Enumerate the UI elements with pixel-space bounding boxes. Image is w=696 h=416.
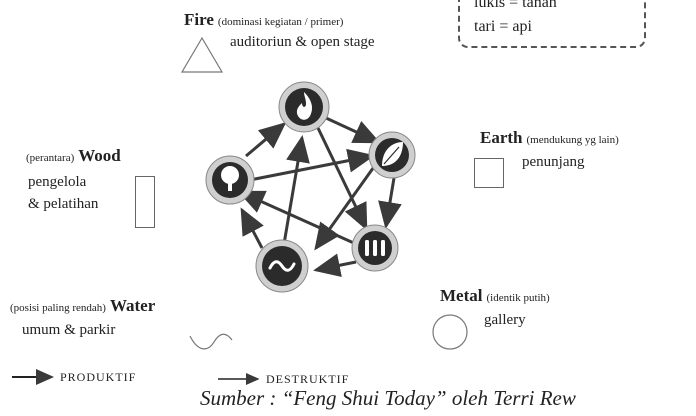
fire-triangle-shape — [180, 36, 224, 73]
earth-square-shape — [474, 158, 504, 188]
water-node — [255, 239, 309, 293]
water-name: Water — [109, 296, 156, 315]
metal-heading: Metal (identik putih) — [440, 286, 550, 306]
wood-node — [205, 155, 255, 205]
destructive-arrows — [237, 127, 378, 251]
earth-heading: Earth (mendukung yg lain) — [480, 128, 619, 148]
arrow-wood-to-fire — [245, 122, 287, 158]
wood-qualifier: (perantara) — [26, 152, 75, 164]
wood-name: Wood — [78, 146, 121, 165]
arrow-water-to-wood — [240, 207, 264, 249]
wood-description-2: & pelatihan — [28, 196, 99, 212]
wave-icon — [268, 260, 296, 272]
note-line-2: tari = api — [474, 18, 532, 35]
metal-description: gallery — [484, 312, 526, 328]
note-line-1: lukis = tanah — [474, 0, 557, 11]
note-sticker: lukis = tanah tari = api — [458, 0, 646, 48]
metal-node — [351, 224, 399, 272]
wood-description-1: pengelola — [28, 174, 87, 190]
wood-heading: (perantara) Wood — [26, 146, 121, 166]
metal-circle-shape — [432, 314, 468, 350]
flame-icon — [296, 92, 312, 120]
arrow-metal-to-wood — [237, 190, 357, 246]
productive-arrows — [240, 116, 402, 278]
arrow-earth-to-metal — [378, 177, 402, 229]
fire-qualifier: (dominasi kegiatan / primer) — [217, 16, 344, 28]
fire-name: Fire — [184, 10, 214, 29]
earth-qualifier: (mendukung yg lain) — [526, 134, 619, 146]
fire-heading: Fire (dominasi kegiatan / primer) — [184, 10, 343, 30]
water-description: umum & parkir — [22, 322, 116, 338]
metal-qualifier: (identik putih) — [486, 292, 550, 304]
legend-productive-label: PRODUKTIF — [60, 370, 137, 384]
fire-node — [278, 81, 330, 133]
water-qualifier: (posisi paling rendah) — [10, 302, 106, 314]
legend-destructive-label: DESTRUKTIF — [266, 372, 350, 386]
fire-description: auditoriun & open stage — [230, 34, 375, 50]
arrow-fire-to-metal — [316, 127, 368, 231]
water-wave-shape — [189, 333, 233, 350]
bars-icon — [365, 240, 385, 256]
water-heading: (posisi paling rendah) Water — [10, 296, 155, 316]
arrow-wood-to-earth — [249, 148, 375, 182]
earth-node — [368, 131, 416, 179]
arrow-fire-to-earth — [325, 116, 381, 144]
arrow-water-to-fire — [282, 135, 310, 245]
source-caption: Sumber : “Feng Shui Today” oleh Terri Re… — [200, 386, 576, 410]
arrow-metal-to-water — [313, 253, 357, 278]
metal-name: Metal — [440, 286, 483, 305]
wood-rectangle-shape — [135, 176, 155, 228]
tree-icon — [221, 166, 239, 191]
earth-name: Earth — [480, 128, 523, 147]
earth-description: penunjang — [522, 154, 585, 170]
arrow-earth-to-water — [314, 163, 378, 251]
